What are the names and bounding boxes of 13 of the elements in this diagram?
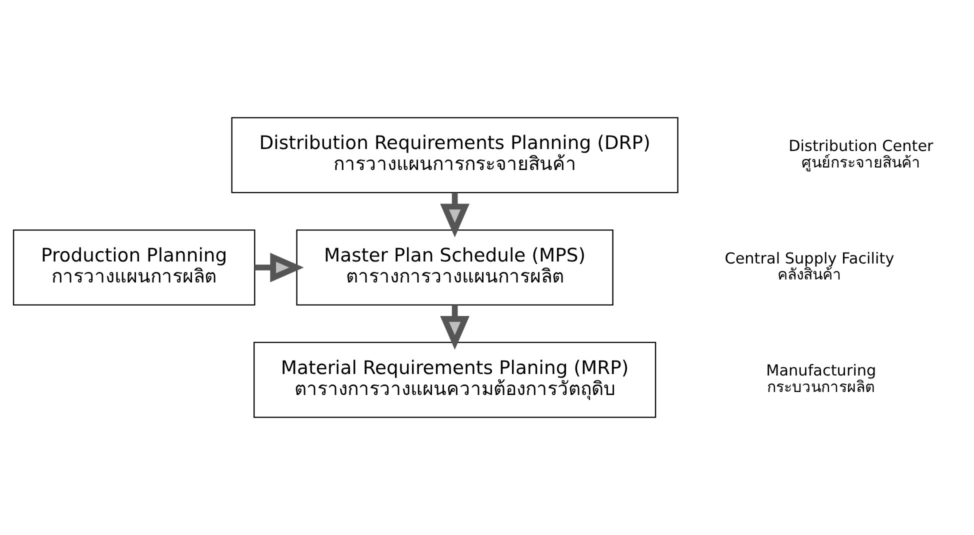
arrow [440, 192, 470, 238]
node-box: Production Planning การวางแผนการผลิต [12, 229, 256, 306]
label: Distribution Center [788, 136, 934, 155]
node-box: Material Requirements Planing (MRP) ตารางการวางแผนความต้องการวัตถุดิบ [254, 342, 656, 418]
arrow [254, 252, 304, 282]
label: Manufacturing [766, 362, 876, 380]
label: คลังสินค้า [777, 266, 842, 284]
node-box: Distribution Requirements Planning (DRP) การวางแผนการกระจายสินค้า [231, 117, 678, 194]
label: Central Supply Facility [724, 249, 894, 268]
label: ศูนย์กระจายสินค้า [801, 153, 920, 172]
label: กระบวนการผลิต [767, 378, 876, 396]
node-box: Master Plan Schedule (MPS) ตารางการวางแผนการผลิต [296, 229, 614, 306]
arrow [440, 304, 470, 350]
